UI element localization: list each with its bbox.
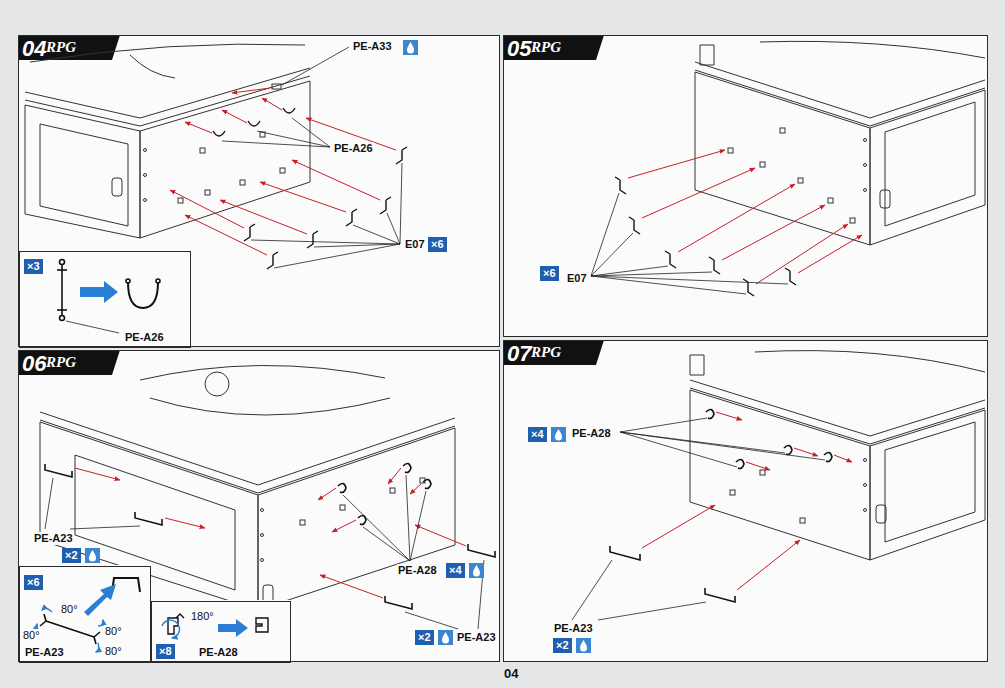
hull-drawing	[25, 44, 310, 238]
part-glyph	[213, 108, 407, 269]
part-number: PE-A33	[352, 40, 393, 53]
part-number: PE-A26	[333, 142, 374, 155]
step-number: 07	[507, 341, 531, 367]
bend-angle: 80°	[22, 629, 41, 642]
inset-drawing	[150, 600, 290, 662]
part-number: PE-A23	[33, 532, 74, 545]
leader-line	[591, 193, 788, 294]
bend-angle: 80°	[60, 603, 79, 616]
placement-arrow	[75, 468, 466, 598]
quantity-badge: ×6	[428, 237, 447, 252]
part-number: E07	[566, 272, 588, 285]
inset-drawing	[18, 250, 190, 347]
step-panel: 04×3PE-A26	[18, 35, 500, 347]
placement-arrow	[628, 150, 862, 284]
quantity-badge: ×8	[156, 644, 175, 659]
quantity-badge: ×4	[446, 563, 465, 578]
part-number: PE-A23	[553, 622, 594, 635]
step-number: 06	[22, 351, 46, 377]
step-number: 05	[507, 36, 531, 62]
part-number: PE-A28	[397, 564, 438, 577]
bend-angle: 80°	[104, 645, 123, 658]
detail-inset: 180° ×8 PE-A28	[151, 601, 291, 663]
bend-angle: 80°	[104, 625, 123, 638]
quantity-badge: ×3	[24, 259, 43, 274]
brand-logo: RPG	[531, 38, 561, 56]
detail-inset: ×3PE-A26	[19, 251, 191, 348]
part-number: E07	[404, 238, 426, 251]
brand-logo: RPG	[46, 38, 76, 56]
inset-drawing	[18, 565, 150, 662]
quantity-badge: ×2	[62, 548, 81, 563]
quantity-badge: ×6	[24, 575, 43, 590]
quantity-badge: ×6	[540, 266, 559, 281]
leader-line	[572, 418, 825, 620]
bend-angle: 180°	[190, 610, 215, 623]
step-panel: 05	[503, 35, 988, 337]
step-panel: 07	[503, 340, 988, 662]
part-number: PE-A28	[198, 646, 239, 659]
brand-logo: RPG	[531, 343, 561, 361]
part-glyph	[610, 409, 832, 602]
hull-drawing	[690, 351, 985, 560]
quantity-badge: ×2	[415, 630, 434, 645]
detail-inset: ×6 80° 80° 80° 80° PE-A23	[19, 566, 151, 663]
leader-line	[222, 47, 402, 268]
brand-logo: RPG	[46, 353, 76, 371]
part-number: PE-A23	[24, 646, 65, 659]
quantity-badge: ×2	[553, 638, 572, 653]
panel-ground	[18, 35, 988, 662]
step-tab	[18, 35, 604, 375]
part-number: PE-A26	[124, 331, 165, 344]
quantity-badge: ×4	[528, 427, 547, 442]
part-number: PE-A23	[456, 631, 497, 644]
step-number: 04	[22, 36, 46, 62]
step-panel: 06 ×6 80° 80° 80° 80° PE-A23 180° ×8 PE-A28	[18, 350, 500, 662]
page-number: 04	[504, 666, 518, 682]
placement-arrow	[170, 88, 396, 255]
hull-drawing	[695, 41, 985, 245]
part-number: PE-A28	[571, 427, 612, 440]
